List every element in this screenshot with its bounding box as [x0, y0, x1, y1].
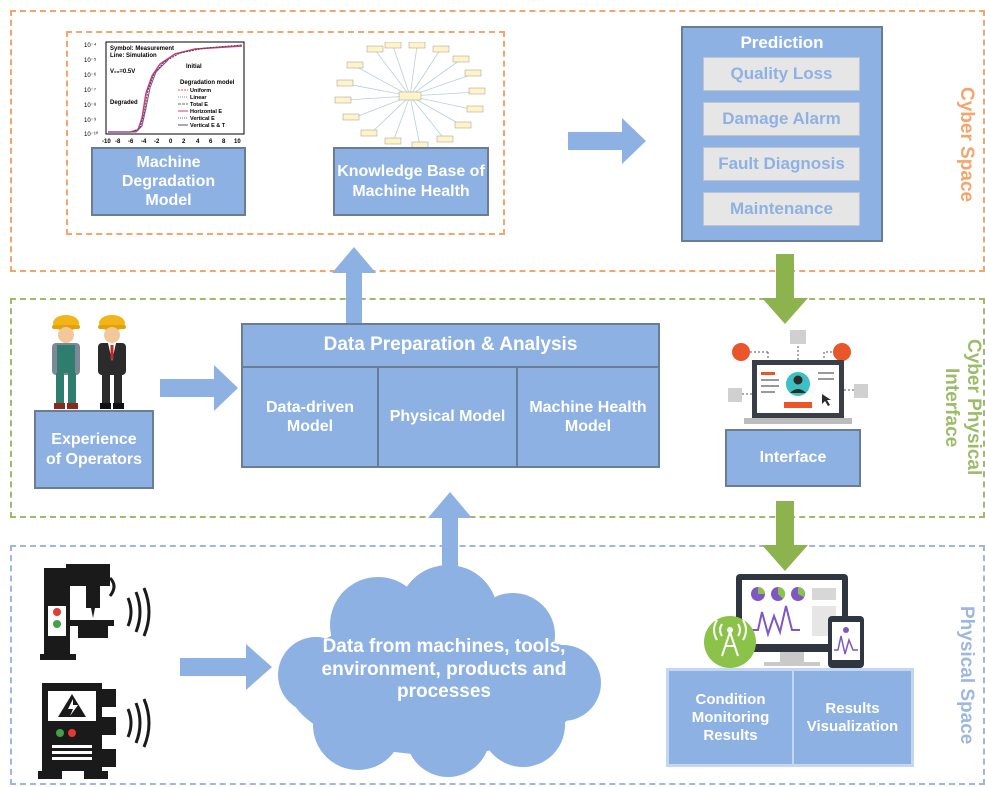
plot-y-tick: 10⁻⁷: [84, 87, 96, 94]
data-preparation-divider: [516, 366, 518, 468]
plot-x-tick: 0: [169, 139, 173, 145]
arrow-right-machines-to-data: [180, 644, 272, 690]
prediction-title: Prediction: [740, 32, 824, 52]
plot-y-tick: 10⁻⁵: [84, 57, 97, 64]
plot-y-tick: 10⁻⁸: [84, 102, 97, 109]
cyber-space-zone: [10, 10, 985, 272]
plot-y-tick: 10⁻⁶: [84, 72, 97, 79]
experience-of-operators-box[interactable]: Experience of Operators: [34, 410, 154, 489]
results-panel: [666, 668, 914, 767]
interface-icon: [728, 330, 868, 424]
arrow-right-operators-to-data: [160, 365, 238, 411]
physical-model[interactable]: Physical Model: [389, 408, 506, 426]
machine-degradation-model-box[interactable]: Machine Degradation Model: [91, 147, 246, 216]
machine-tool-icon: [40, 564, 151, 660]
results-visualization[interactable]: Results Visualization: [806, 699, 899, 735]
knowledge-base-box[interactable]: Knowledge Base of Machine Health: [333, 147, 489, 216]
prediction-item-quality-loss[interactable]: Quality Loss: [703, 57, 860, 91]
arrow-down-prediction-to-interface: [762, 254, 808, 324]
data-preparation-divider: [241, 366, 660, 368]
prediction-item-fault-diagnosis[interactable]: Fault Diagnosis: [703, 147, 860, 181]
plot-x-tick: 8: [222, 139, 226, 145]
plot-initial-label: Initial: [186, 64, 202, 70]
knowledge-graph-icon: [334, 42, 486, 149]
arrow-up-to-cyber: [332, 247, 376, 325]
arrow-right-to-prediction: [568, 118, 646, 164]
interface-box[interactable]: Interface: [725, 429, 861, 487]
cyber-space-label: Cyber Space: [956, 87, 977, 203]
physical-space-zone: [10, 545, 985, 785]
plot-y-tick: 10⁻¹⁰: [84, 131, 99, 138]
plot-x-tick: -6: [128, 139, 134, 145]
data-preparation-title: Data Preparation & Analysis: [323, 333, 578, 355]
plot-model-legend-title: Degradation model: [180, 80, 235, 86]
plot-x-tick: -8: [115, 139, 121, 145]
degradation-plot: 10⁻⁴ 10⁻⁵ 10⁻⁶ 10⁻⁷ 10⁻⁸ 10⁻⁹ 10⁻¹⁰ -10 …: [84, 41, 245, 145]
arrow-up-data-to-analysis: [428, 492, 472, 570]
plot-x-tick: -4: [141, 139, 147, 145]
physical-space-label: Physical Space: [956, 605, 977, 745]
results-divider: [792, 671, 794, 764]
data-preparation-panel: [241, 323, 660, 468]
cyber-models-frame: [66, 31, 505, 235]
plot-y-tick: 10⁻⁴: [84, 42, 97, 49]
data-sources-text: Data from machines, tools, environment, …: [321, 635, 567, 703]
plot-condition: V₀₀=0.5V: [110, 69, 135, 75]
prediction-item-damage-alarm[interactable]: Damage Alarm: [703, 102, 860, 136]
plot-legend-title: Symbol: Measurement: [110, 46, 174, 52]
plot-x-tick: 2: [182, 139, 186, 145]
data-preparation-divider: [377, 366, 379, 468]
plot-x-tick: 10: [234, 139, 241, 145]
plot-y-tick: 10⁻⁹: [84, 117, 97, 124]
results-devices-icon: [704, 574, 864, 668]
condition-monitoring-results[interactable]: Condition Monitoring Results: [691, 690, 770, 744]
plot-model-item: Linear: [190, 95, 207, 101]
cyber-physical-interface-zone: [10, 298, 985, 518]
prediction-item-maintenance[interactable]: Maintenance: [703, 192, 860, 226]
data-cloud: [278, 565, 601, 777]
electrical-cabinet-icon: [38, 683, 151, 779]
plot-x-tick: -10: [102, 139, 111, 145]
plot-model-item: Uniform: [190, 88, 211, 94]
plot-x-tick: 6: [209, 139, 213, 145]
operators-icon: [52, 315, 126, 409]
plot-x-tick: 4: [196, 139, 200, 145]
arrow-down-interface-to-results: [762, 501, 808, 571]
plot-model-item: Total E: [190, 102, 208, 108]
plot-model-item: Vertical E & T: [190, 123, 226, 129]
plot-x-tick: -2: [154, 139, 160, 145]
plot-model-item: Horizontal E: [190, 109, 222, 115]
data-driven-model[interactable]: Data-driven Model: [265, 398, 355, 435]
plot-legend-subtitle: Line: Simulation: [110, 53, 157, 59]
cyber-physical-interface-label: Cyber Physical Interface: [941, 339, 984, 476]
machine-health-model[interactable]: Machine Health Model: [529, 398, 647, 435]
plot-model-item: Vertical E: [190, 116, 215, 122]
plot-degraded-label: Degraded: [110, 100, 138, 106]
